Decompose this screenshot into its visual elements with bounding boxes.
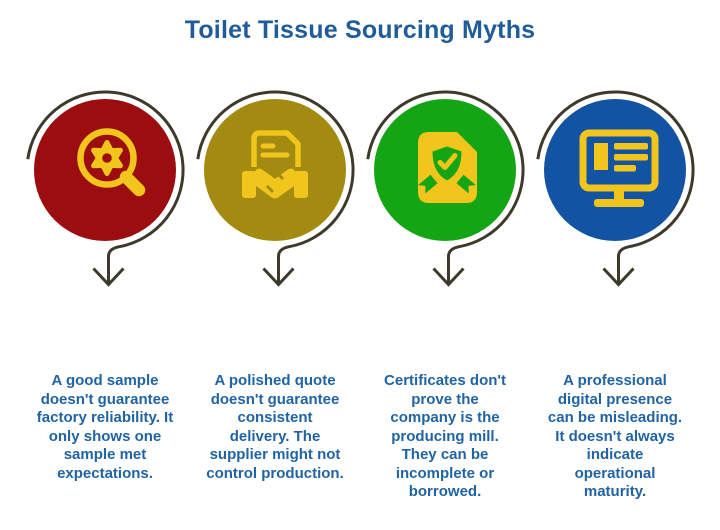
arrow-down-icon (432, 267, 465, 287)
arrow-down-icon (602, 267, 635, 287)
myth-graphic-certificates (366, 90, 525, 287)
loop-arrow (366, 90, 525, 283)
myth-item-sample: A good sample doesn't guarantee factory … (20, 75, 190, 530)
myth-graphic-quote (196, 90, 355, 287)
monitor-icon (579, 129, 659, 207)
myth-item-quote: A polished quote doesn't guarantee consi… (190, 75, 360, 530)
myth-item-digital-presence: A professional digital presence can be m… (530, 75, 700, 530)
myth-item-certificates: Certificates don't prove the company is … (360, 75, 530, 530)
page-title: Toilet Tissue Sourcing Myths (184, 16, 536, 44)
magnifier-gear-icon (77, 128, 146, 197)
loop-arrow (196, 90, 355, 283)
myth-description: A professional digital presence can be m… (547, 372, 683, 500)
loop-arrow (536, 90, 695, 283)
arrow-down-icon (92, 267, 125, 287)
arrow-down-icon (262, 267, 295, 287)
loop-arrow (26, 90, 185, 283)
contract-handshake-icon (242, 130, 308, 199)
myth-description: A good sample doesn't guarantee factory … (36, 372, 174, 482)
myth-description: Certificates don't prove the company is … (384, 372, 506, 500)
circle-badge (204, 99, 346, 241)
myth-graphic-sample (26, 90, 185, 287)
certificate-shield-icon (418, 132, 477, 203)
myth-graphic-digital (536, 90, 695, 287)
myth-description: A polished quote doesn't guarantee consi… (206, 372, 344, 482)
